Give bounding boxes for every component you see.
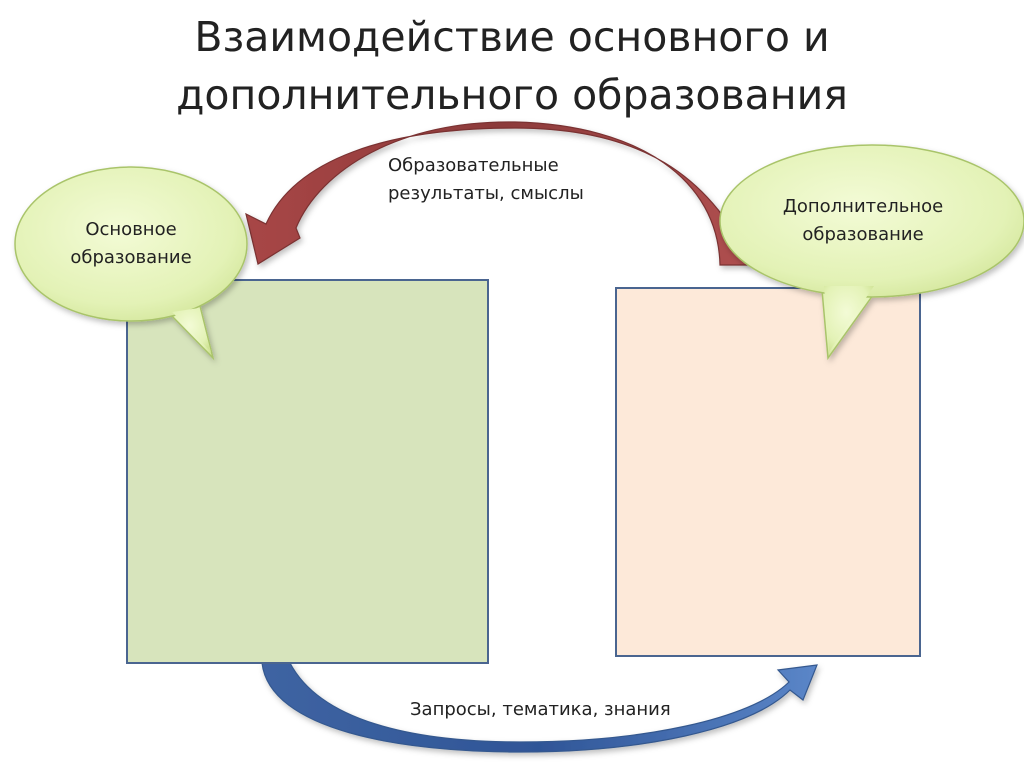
top-arrow-line-1: Образовательные [388,155,559,176]
slide-title: Взаимодействие основного и дополнительно… [0,8,1024,124]
right-bubble-line-1: Дополнительное [782,196,944,217]
top-arrow-label: Образовательные результаты, смыслы [388,152,584,208]
basic-education-box [126,279,489,664]
left-speech-bubble [14,166,248,361]
bottom-arrow-label: Запросы, тематика, знания [410,699,671,720]
bottom-curved-arrow [261,662,818,753]
left-bubble-line-2: образование [70,247,192,268]
top-arrow-line-2: результаты, смыслы [388,183,584,204]
additional-education-box [615,287,921,657]
right-speech-bubble [719,144,1024,361]
left-bubble-line-1: Основное [85,219,177,240]
top-curved-arrow [245,121,753,266]
right-bubble-line-2: образование [802,224,924,245]
title-line-2: дополнительного образования [176,71,848,119]
right-bubble-label: Дополнительное образование [752,193,974,249]
left-bubble-label: Основное образование [30,216,232,272]
title-line-1: Взаимодействие основного и [194,13,830,61]
